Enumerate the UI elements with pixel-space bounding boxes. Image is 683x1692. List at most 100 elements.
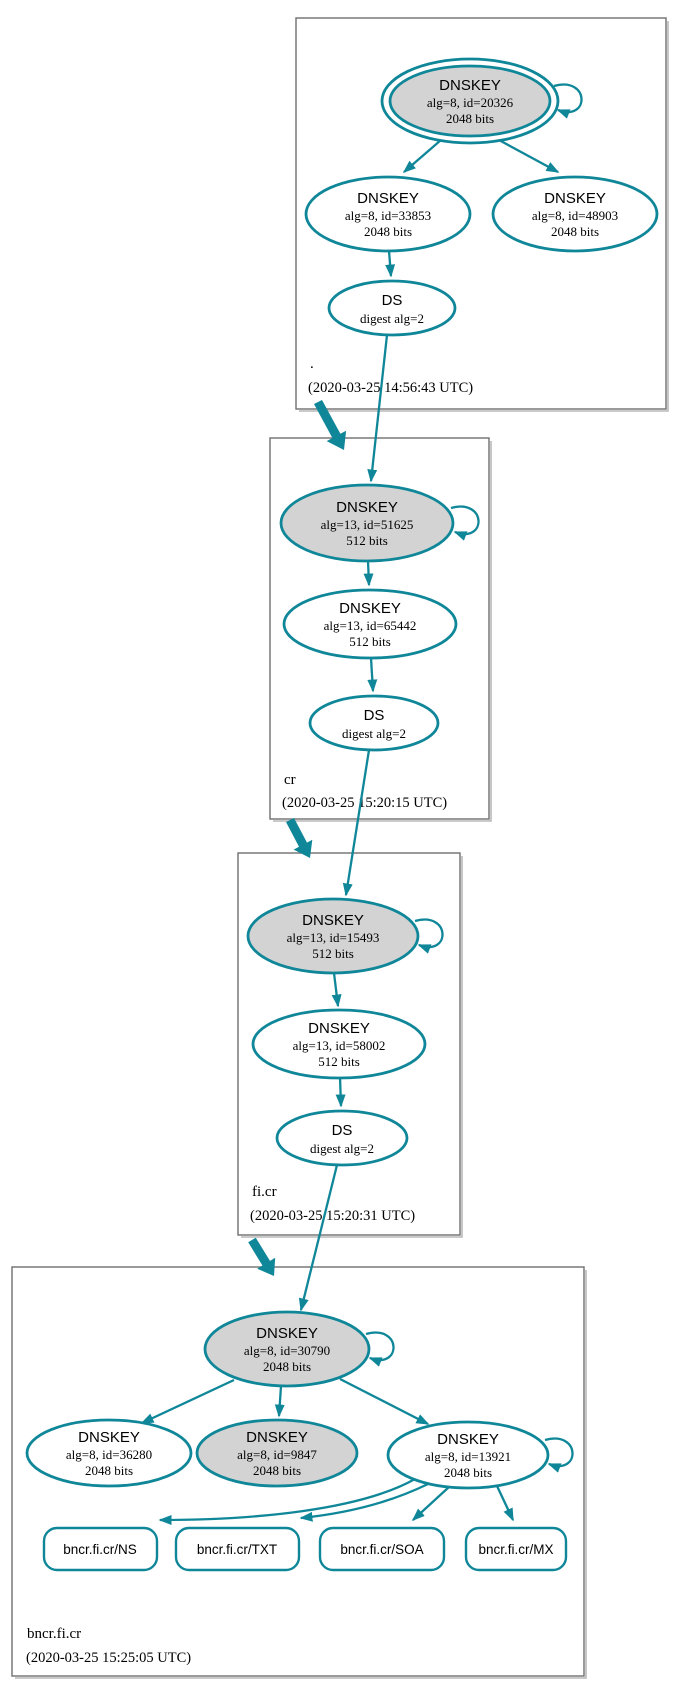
zone-bncrficr-label: bncr.fi.cr — [27, 1626, 81, 1642]
ficr-ds-detail: digest alg=2 — [310, 1141, 374, 1156]
edge-root-ksk-to-zsk2 — [498, 138, 560, 174]
cr-ds-ellipse[interactable] — [308, 694, 440, 752]
edge-bncr-key4-to-soa — [411, 1486, 450, 1522]
ficr-ksk-title: DNSKEY — [302, 912, 364, 929]
rrset-txt-label: bncr.fi.cr/TXT — [197, 1542, 277, 1557]
zone-root-shadow — [299, 21, 669, 412]
root-zsk2-bits: 2048 bits — [551, 224, 599, 239]
node-root-ds[interactable]: DS digest alg=2 — [327, 279, 457, 337]
zone-cr-shadow — [273, 441, 492, 822]
root-zsk-title: DNSKEY — [357, 190, 419, 207]
bncr-key3-ellipse[interactable] — [195, 1418, 359, 1488]
node-rrset-mx[interactable]: bncr.fi.cr/MX — [464, 1526, 568, 1572]
edge-bncr-key4-to-txt — [299, 1482, 429, 1522]
ficr-zsk-bits: 512 bits — [318, 1054, 360, 1069]
edge-cr-zsk-to-ds — [367, 657, 378, 693]
zone-cr-label: cr — [284, 772, 296, 788]
bncr-key2-ellipse[interactable] — [25, 1418, 193, 1488]
edge-root-ksk-to-zsk — [402, 139, 442, 173]
node-cr-ds[interactable]: DS digest alg=2 — [308, 694, 440, 752]
bncr-ksk-bits: 2048 bits — [263, 1359, 311, 1374]
bncr-ksk-detail: alg=8, id=30790 — [244, 1343, 330, 1358]
root-ksk-detail: alg=8, id=20326 — [427, 95, 514, 110]
zone-ficr-label: fi.cr — [252, 1184, 277, 1200]
bncr-key4-detail: alg=8, id=13921 — [425, 1449, 511, 1464]
node-root-zsk2[interactable]: DNSKEY alg=8, id=48903 2048 bits — [491, 175, 659, 253]
node-bncr-key3[interactable]: DNSKEY alg=8, id=9847 2048 bits — [195, 1418, 359, 1488]
node-rrset-txt[interactable]: bncr.fi.cr/TXT — [174, 1526, 301, 1572]
zone-bncrficr-timestamp: (2020-03-25 15:25:05 UTC) — [26, 1650, 191, 1666]
root-ds-title: DS — [382, 292, 403, 309]
rrset-mx-box[interactable] — [464, 1526, 568, 1572]
node-bncr-key2[interactable]: DNSKEY alg=8, id=36280 2048 bits — [25, 1418, 193, 1488]
bncr-ksk-title: DNSKEY — [256, 1325, 318, 1342]
ficr-zsk-detail: alg=13, id=58002 — [293, 1038, 386, 1053]
zone-cr-timestamp: (2020-03-25 15:20:15 UTC) — [282, 795, 447, 811]
edge-bncr-key4-to-ns — [158, 1477, 416, 1525]
zone-ficr-shadow — [241, 856, 463, 1238]
rrset-ns-box[interactable] — [42, 1526, 159, 1572]
cr-zsk-bits: 512 bits — [349, 634, 391, 649]
bncr-key4-title: DNSKEY — [437, 1431, 499, 1448]
root-ksk-title: DNSKEY — [439, 77, 501, 94]
cr-ksk-title: DNSKEY — [336, 499, 398, 516]
root-ksk-inner[interactable] — [388, 64, 552, 138]
ficr-ds-ellipse[interactable] — [275, 1109, 409, 1167]
cr-ksk-detail: alg=13, id=51625 — [321, 517, 414, 532]
node-ficr-ds[interactable]: DS digest alg=2 — [275, 1109, 409, 1167]
edge-bncr-ksk-to-key2 — [140, 1378, 235, 1425]
cr-ds-title: DS — [364, 707, 385, 724]
node-cr-zsk[interactable]: DNSKEY alg=13, id=65442 512 bits — [282, 588, 458, 660]
node-rrset-ns[interactable]: bncr.fi.cr/NS — [42, 1526, 159, 1572]
edge-ficr-ksk-to-zsk — [331, 972, 342, 1008]
cr-zsk-ellipse[interactable] — [282, 588, 458, 660]
edge-bncr-ksk-to-key3 — [274, 1385, 285, 1418]
zone-root-timestamp: (2020-03-25 14:56:43 UTC) — [308, 380, 473, 396]
node-root-ksk[interactable]: DNSKEY alg=8, id=20326 2048 bits — [380, 57, 560, 145]
rrset-txt-box[interactable] — [174, 1526, 301, 1572]
bncr-key3-bits: 2048 bits — [253, 1463, 301, 1478]
zone-ficr-timestamp: (2020-03-25 15:20:31 UTC) — [250, 1208, 415, 1224]
ficr-ds-title: DS — [332, 1122, 353, 1139]
root-zsk2-ellipse[interactable] — [491, 175, 659, 253]
self-loop-ficr-ksk — [414, 918, 444, 954]
cr-zsk-title: DNSKEY — [339, 600, 401, 617]
self-loop-bncr-ksk — [365, 1331, 395, 1367]
self-loop-cr-ksk — [450, 505, 480, 541]
node-cr-ksk[interactable]: DNSKEY alg=13, id=51625 512 bits — [279, 483, 455, 563]
bncr-key2-bits: 2048 bits — [85, 1463, 133, 1478]
edge-bncr-key4-to-mx — [495, 1485, 515, 1522]
ficr-ksk-ellipse[interactable] — [246, 897, 420, 975]
root-zsk-detail: alg=8, id=33853 — [345, 208, 431, 223]
bncr-ksk-ellipse[interactable] — [203, 1310, 371, 1388]
node-ficr-zsk[interactable]: DNSKEY alg=13, id=58002 512 bits — [251, 1008, 427, 1080]
cr-ksk-ellipse[interactable] — [279, 483, 455, 563]
ficr-zsk-ellipse[interactable] — [251, 1008, 427, 1080]
delegation-arrow-ficr-to-bncrficr — [248, 1237, 276, 1276]
bncr-key2-title: DNSKEY — [78, 1429, 140, 1446]
rrset-soa-box[interactable] — [318, 1526, 446, 1572]
node-root-zsk[interactable]: DNSKEY alg=8, id=33853 2048 bits — [304, 175, 472, 253]
bncr-key4-ellipse[interactable] — [386, 1420, 550, 1490]
node-ficr-ksk[interactable]: DNSKEY alg=13, id=15493 512 bits — [246, 897, 420, 975]
edge-ficr-ds-to-bncr-ksk — [298, 1164, 339, 1312]
node-bncr-ksk[interactable]: DNSKEY alg=8, id=30790 2048 bits — [203, 1310, 371, 1388]
edge-root-ds-to-cr-ksk — [367, 334, 389, 483]
root-zsk-bits: 2048 bits — [364, 224, 412, 239]
cr-ds-detail: digest alg=2 — [342, 726, 406, 741]
ficr-zsk-title: DNSKEY — [308, 1020, 370, 1037]
bncr-key4-bits: 2048 bits — [444, 1465, 492, 1480]
node-rrset-soa[interactable]: bncr.fi.cr/SOA — [318, 1526, 446, 1572]
self-loop-bncr-key4 — [544, 1437, 574, 1473]
root-ds-ellipse[interactable] — [327, 279, 457, 337]
node-bncr-key4[interactable]: DNSKEY alg=8, id=13921 2048 bits — [386, 1420, 550, 1490]
rrset-mx-label: bncr.fi.cr/MX — [478, 1542, 553, 1557]
ficr-ksk-bits: 512 bits — [312, 946, 354, 961]
rrset-soa-label: bncr.fi.cr/SOA — [340, 1542, 423, 1557]
bncr-key2-detail: alg=8, id=36280 — [66, 1447, 152, 1462]
root-zsk-ellipse[interactable] — [304, 175, 472, 253]
zone-root-label: . — [310, 356, 314, 372]
self-loop-root-ksk — [553, 83, 583, 119]
root-ksk-bits: 2048 bits — [446, 111, 494, 126]
